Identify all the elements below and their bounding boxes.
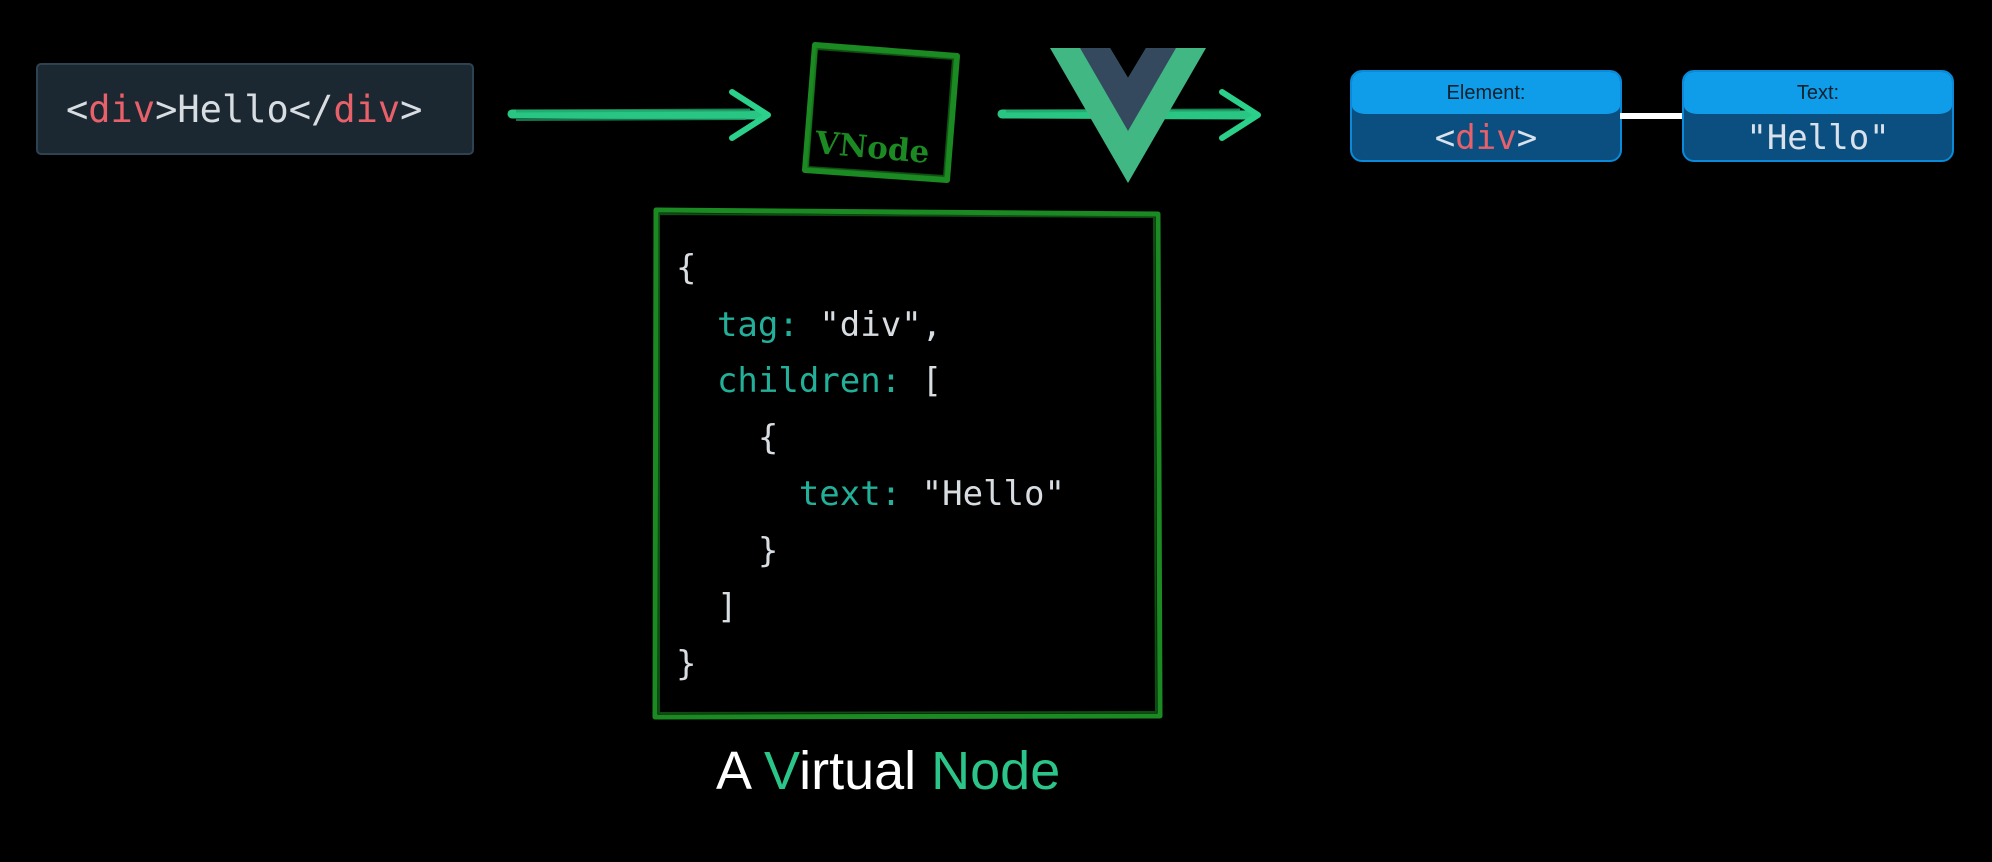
open-tag-name: div bbox=[88, 87, 156, 131]
code-line-1: { bbox=[676, 248, 697, 288]
code-line-6: } bbox=[757, 530, 779, 571]
dom-element-node: Element: <div> bbox=[1350, 70, 1622, 162]
code-line-7: ] bbox=[716, 587, 738, 627]
source-text: Hello bbox=[177, 87, 289, 131]
code-value-tag: "div", bbox=[798, 304, 943, 345]
code-value-text: "Hello" bbox=[901, 474, 1065, 514]
text-node-value: "Hello" bbox=[1746, 118, 1890, 158]
code-value-children: [ bbox=[901, 361, 943, 401]
code-line-8: } bbox=[676, 643, 697, 684]
open-lt: < bbox=[66, 87, 89, 131]
caption: A Virtual Node bbox=[716, 740, 1060, 802]
code-key-children: children: bbox=[716, 361, 902, 401]
vnode-square-icon bbox=[802, 42, 960, 183]
close-lt: </ bbox=[288, 87, 334, 131]
close-tag-name: div bbox=[333, 87, 401, 131]
close-gt: > bbox=[400, 87, 423, 131]
code-key-tag: tag: bbox=[716, 304, 799, 345]
caption-v: V bbox=[764, 741, 800, 801]
vue-logo-icon bbox=[1050, 48, 1206, 183]
dom-text-node: Text: "Hello" bbox=[1682, 70, 1954, 162]
caption-a: A bbox=[716, 741, 765, 801]
caption-irtual: irtual bbox=[799, 741, 932, 801]
element-node-value: <div> bbox=[1352, 114, 1620, 160]
open-gt: > bbox=[155, 87, 178, 131]
code-line-4: { bbox=[757, 417, 779, 458]
arrow-right-icon bbox=[507, 89, 771, 141]
vnode-code-block: { tag: "div", children: [ { text: "Hello… bbox=[676, 240, 1065, 692]
node-connector-line bbox=[1620, 113, 1684, 119]
element-lt: < bbox=[1434, 118, 1456, 158]
code-frame bbox=[652, 207, 1163, 720]
element-tag-name: div bbox=[1455, 118, 1517, 158]
source-code-box: <div>Hello</div> bbox=[36, 63, 474, 155]
text-node-header: Text: bbox=[1684, 72, 1952, 114]
caption-node: Node bbox=[931, 741, 1061, 801]
code-key-text: text: bbox=[798, 474, 902, 514]
element-gt: > bbox=[1516, 118, 1538, 158]
element-node-header: Element: bbox=[1352, 72, 1620, 114]
